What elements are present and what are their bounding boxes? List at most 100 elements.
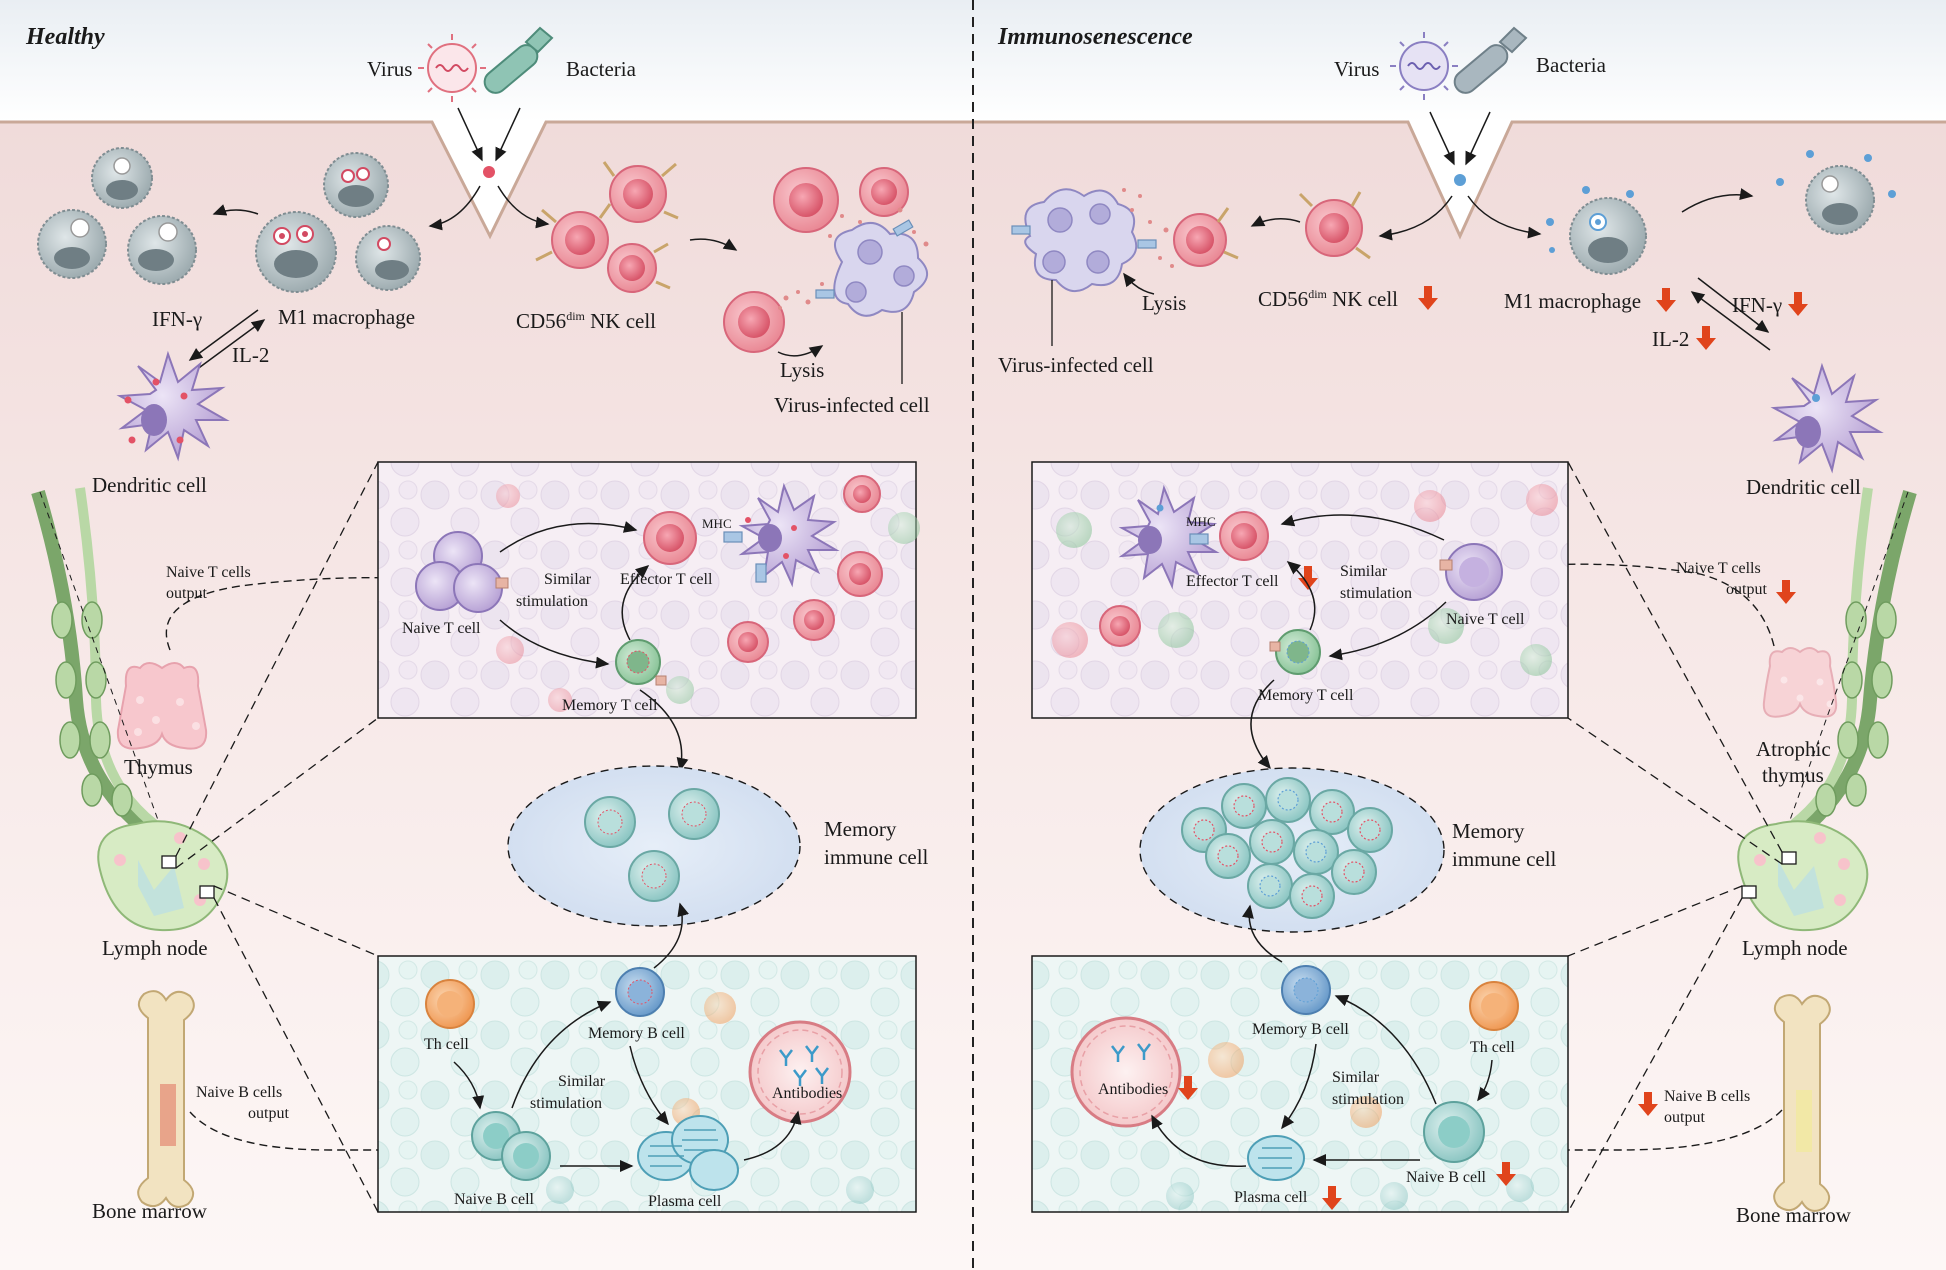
healthy-bone-label: Bone marrow: [92, 1199, 208, 1223]
senescence-lysis-scene: [1011, 188, 1239, 292]
senescence-th-to-naive-b-arrow: [1477, 1059, 1493, 1102]
healthy-zoom-lines: [175, 461, 379, 1213]
senescence-memory-to-effector-arrow: [1286, 561, 1316, 631]
senescence-naive-to-effector-arrow: [1280, 514, 1445, 541]
senescence-virus-icon: [1390, 32, 1458, 100]
senescence-naive-b-down-arrow-icon: [1638, 1092, 1658, 1116]
senescence-ifn-label: IFN-γ: [1732, 293, 1782, 317]
senescence-il2-label: IL-2: [1652, 327, 1689, 351]
th-cell: [1469, 981, 1519, 1031]
memory-immune-cell: [628, 850, 680, 902]
macrophage-cell: [355, 225, 421, 291]
healthy-il2-label: IL-2: [232, 343, 269, 367]
senescence-naive-t-down-arrow-icon: [1776, 580, 1796, 604]
senescence-lysis-arrow: [1123, 272, 1155, 295]
senescence-naive-b-output-line2: output: [1664, 1109, 1705, 1126]
nk-cell: [535, 203, 612, 269]
healthy-t-to-memory-pool-arrow: [639, 689, 689, 772]
healthy-ifn-arrow: [188, 309, 259, 361]
virus-infected-cells: [815, 219, 928, 317]
healthy-lymph-label: Lymph node: [102, 936, 208, 960]
blood-vessel-antibodies: [1070, 1016, 1182, 1128]
senescence-bacteria-icon: [1453, 26, 1528, 94]
memory-t-cell: [1269, 629, 1321, 675]
senescence-b-to-memory-pool-arrow: [1242, 904, 1283, 963]
senescence-memory-b-label: Memory B cell: [1252, 1021, 1349, 1038]
senescence-to-nk-arrow: [1378, 195, 1453, 241]
senescence-macrophage-activation-arrow: [1681, 188, 1754, 213]
macrophage-cell: [323, 152, 389, 218]
healthy-naive-b-label: Naive B cell: [454, 1191, 535, 1208]
senescence-ifn-down-arrow-icon: [1788, 292, 1808, 316]
healthy-naive-b-to-memory-b-arrow: [511, 1000, 612, 1109]
naive-t-cell-cluster: [415, 531, 509, 613]
senescence-bacteria-label: Bacteria: [1536, 53, 1607, 77]
epithelial-barrier: [0, 120, 1946, 240]
senescence-title: Immunosenescence: [997, 24, 1193, 50]
senescence-t-to-memory-pool-arrow: [1250, 679, 1275, 770]
healthy-macrophage-group: [37, 147, 421, 293]
healthy-lysis-arrow: [777, 345, 824, 358]
healthy-similar-line2: stimulation: [516, 593, 588, 610]
senescence-memory-line2: immune cell: [1452, 847, 1557, 871]
senescence-antibodies-label: Antibodies: [1098, 1081, 1168, 1098]
nk-cell: [607, 242, 671, 293]
healthy-nk-to-target-arrow: [689, 238, 738, 251]
healthy-virus-icon: [418, 34, 486, 102]
senescence-virus-infected-label: Virus-infected cell: [998, 353, 1154, 377]
healthy-naive-b-output-line2: output: [248, 1105, 289, 1122]
antigen-presenting-dendritic-cell: [1118, 484, 1220, 590]
senescence-macrophage-resting: [1776, 150, 1896, 235]
senescence-naive-t-output-line2: output: [1726, 581, 1767, 598]
macrophage-resting-cell: [127, 215, 197, 285]
senescence-nk-prefix: CD56: [1258, 287, 1308, 311]
effector-t-cell: [643, 511, 697, 565]
senescence-antibodies-down-arrow-icon: [1178, 1076, 1198, 1100]
healthy-th-to-naive-b-arrow: [453, 1061, 485, 1110]
healthy-th-label: Th cell: [424, 1036, 469, 1053]
senescence-memory-t-label: Memory T cell: [1258, 687, 1354, 704]
healthy-naive-to-memory-arrow: [499, 619, 610, 669]
healthy-naive-t-output-line2: output: [166, 585, 207, 602]
senescence-mhc-label: MHC: [1186, 514, 1216, 529]
senescence-thymus-line2: thymus: [1762, 763, 1824, 787]
healthy-naive-t-output-arrow: [165, 572, 400, 651]
senescence-nk-suffix: NK cell: [1327, 287, 1398, 311]
healthy-nk-label: CD56dim NK cell: [516, 309, 656, 333]
naive-b-cells: [471, 1111, 551, 1181]
senescence-lymphatic-vessel: [1789, 487, 1917, 838]
healthy-to-nk-arrow: [497, 185, 550, 229]
healthy-lysis-scene: [723, 167, 929, 353]
healthy-virus-label: Virus: [367, 57, 412, 81]
healthy-antibodies-label: Antibodies: [772, 1085, 842, 1102]
healthy-to-macrophage-arrow: [428, 185, 481, 231]
senescence-effector-t-label: Effector T cell: [1186, 573, 1279, 590]
healthy-memory-t-label: Memory T cell: [562, 697, 658, 714]
senescence-dendritic-cell: [1770, 362, 1884, 474]
healthy-lymph-node-icon: [97, 820, 229, 932]
healthy-virus-infected-label: Virus-infected cell: [774, 393, 930, 417]
healthy-m1-label: M1 macrophage: [278, 305, 415, 329]
senescence-naive-t-label: Naive T cell: [1446, 611, 1525, 628]
nk-cell: [773, 167, 839, 233]
senescence-memory-b-to-plasma-arrow: [1281, 1043, 1317, 1130]
senescence-plasma-down-arrow-icon: [1322, 1186, 1342, 1210]
nk-cell: [859, 167, 909, 217]
senescence-bacteria-entry-arrow: [1465, 111, 1491, 166]
senescence-naive-to-memory-arrow: [1328, 601, 1447, 661]
senescence-plasma-label: Plasma cell: [1234, 1189, 1308, 1206]
blood-vessel-antibodies: [748, 1020, 852, 1124]
senescence-bone-label: Bone marrow: [1736, 1203, 1852, 1227]
nk-cell: [1173, 207, 1239, 267]
naive-t-cell: [1439, 543, 1503, 601]
memory-b-cell: [1281, 965, 1331, 1015]
healthy-memory-pool: [507, 765, 801, 927]
healthy-bone-icon: [137, 990, 195, 1208]
senescence-lysis-label: Lysis: [1142, 291, 1186, 315]
senescence-virus-entry-arrow: [1429, 111, 1455, 166]
memory-immune-cells: [1181, 777, 1393, 919]
healthy-plasma-to-antibodies-arrow: [743, 1110, 802, 1161]
senescence-nk-sup: dim: [1308, 287, 1327, 301]
senescence-ifn-arrow: [1697, 277, 1770, 333]
senescence-naive-t-output-line1: Naive T cells: [1676, 560, 1761, 577]
